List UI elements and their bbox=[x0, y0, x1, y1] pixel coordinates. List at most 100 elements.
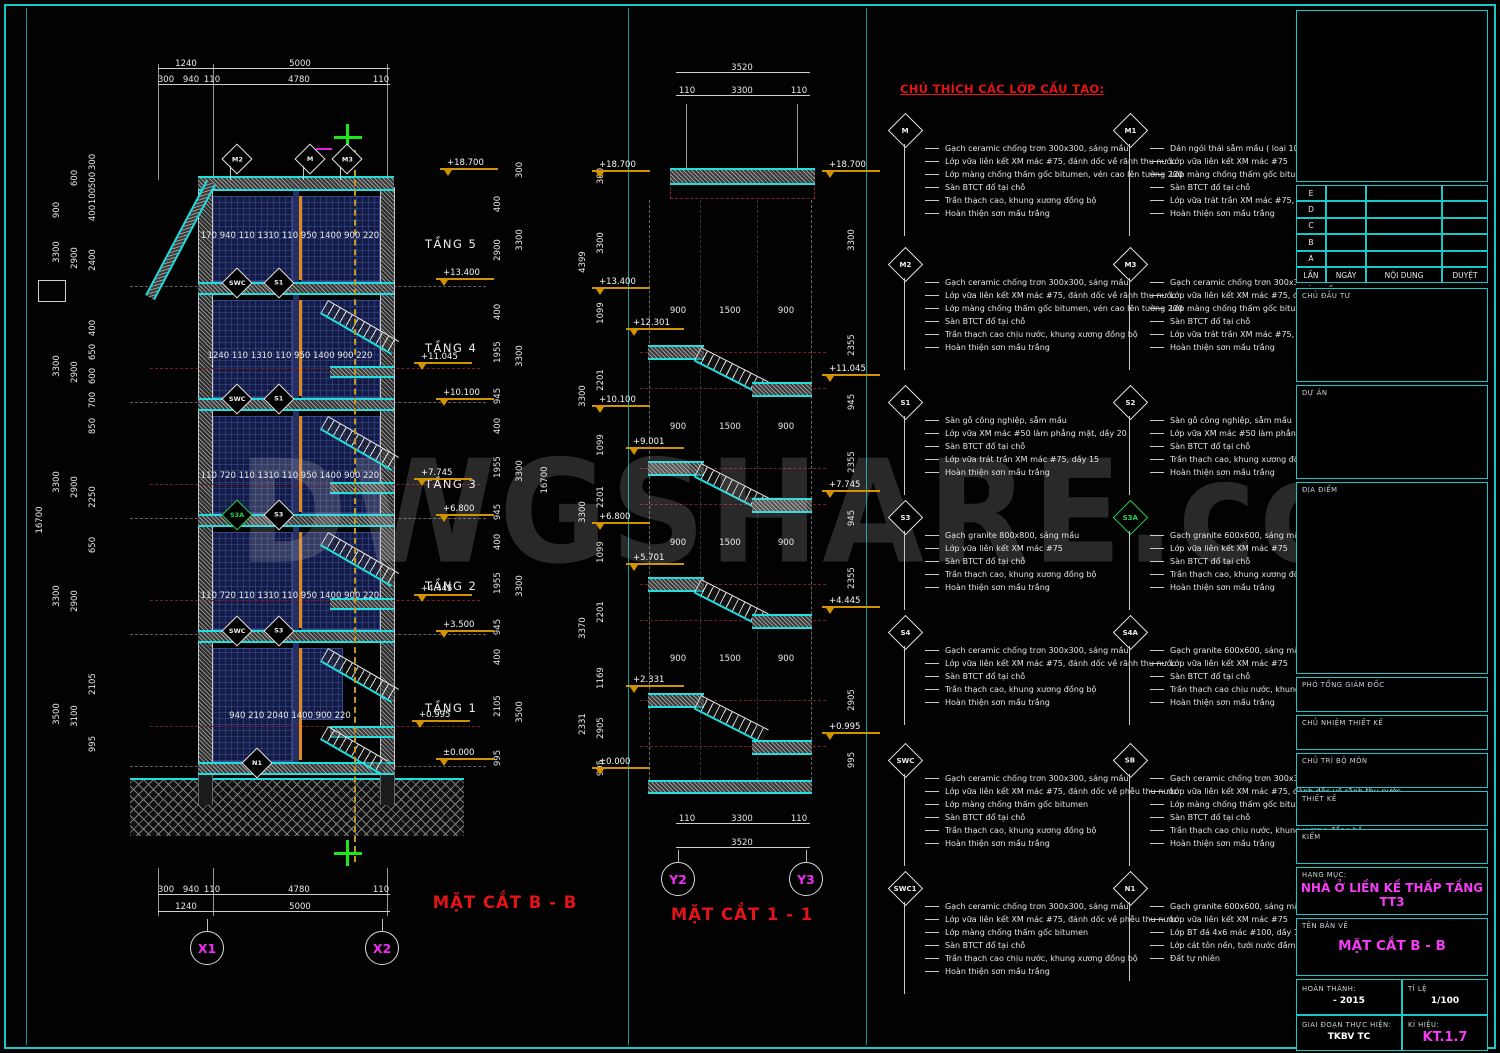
leader-stem bbox=[1129, 278, 1130, 370]
elevation-triangle-icon bbox=[444, 170, 452, 180]
note-line: Lớp vữa XM mác #50 làm phẳng mặt, dầy 20 bbox=[925, 429, 1127, 438]
floor-label: TẦNG 1 bbox=[425, 701, 478, 715]
revision-cell bbox=[1366, 250, 1442, 267]
note-line: Gạch ceramic chống trơn 300x300, sáng mầ… bbox=[1150, 772, 1401, 785]
note-line: Hoàn thiện sơn mầu trắng bbox=[1150, 341, 1408, 354]
title-block: E D C B bbox=[1296, 10, 1488, 1051]
dim-label: 1955 bbox=[493, 456, 503, 478]
dim-line bbox=[158, 84, 390, 85]
witness-line bbox=[797, 104, 798, 168]
dim-line bbox=[676, 72, 810, 73]
dim-line bbox=[158, 894, 390, 895]
dim-label: 1955 bbox=[493, 572, 503, 594]
revision-cell bbox=[1366, 217, 1442, 235]
dim-label: 900 bbox=[669, 306, 687, 316]
dim-label: 2201 bbox=[596, 369, 606, 391]
elevation-marker: +18.700 bbox=[440, 158, 498, 180]
match-line-icon bbox=[316, 148, 332, 150]
dim-label: 1500 bbox=[719, 422, 741, 432]
dim-label: 600 bbox=[70, 169, 80, 187]
dim-label: 1500 bbox=[719, 306, 741, 316]
elevation-triangle-icon bbox=[826, 492, 834, 502]
floor-label: TẦNG 2 bbox=[425, 579, 478, 593]
elevation-triangle-icon bbox=[630, 330, 638, 340]
dim-label: 1099 bbox=[596, 434, 606, 456]
watermark: DWGSHARE.com bbox=[238, 429, 1494, 597]
note-line: Trần thạch cao, khung xương đồng bộ bbox=[925, 824, 1178, 837]
elevation-marker: +0.995 bbox=[822, 722, 880, 744]
note-line: Lớp vữa trát trần XM mác #75, dầy 15 bbox=[1149, 194, 1339, 207]
note-line: Lớp màng chống thấm gốc bitumen, vén cao… bbox=[1150, 304, 1408, 313]
stair-guide-line bbox=[811, 200, 812, 780]
layer-diamond-marker: M2 bbox=[221, 143, 253, 175]
note-line: Sàn BTCT đổ tại chỗ bbox=[1150, 315, 1408, 328]
dim-label: 4399 bbox=[578, 251, 588, 273]
dim-label: 2900 bbox=[70, 476, 80, 498]
layer-diamond-marker: S1 bbox=[887, 384, 924, 421]
leader-stem bbox=[1129, 902, 1130, 981]
note-line: Sàn BTCT đổ tại chỗ bbox=[925, 939, 1178, 952]
note-line: Gạch ceramic chống trơn 300x300, sáng mầ… bbox=[1150, 276, 1408, 289]
left-detail-box bbox=[38, 280, 66, 302]
witness-line bbox=[213, 868, 214, 916]
project-name: NHÀ Ở LIỀN KỀ THẤP TẦNG TT3 bbox=[1300, 881, 1484, 909]
elevation-triangle-icon bbox=[416, 722, 424, 732]
completion-value: - 2015 bbox=[1333, 996, 1365, 1006]
drawing-code: KT.1.7 bbox=[1422, 1030, 1468, 1045]
dim-label: 300 bbox=[157, 885, 175, 895]
note-line: Hoàn thiện sơn mầu trắng bbox=[925, 341, 1183, 354]
dim-label: 850 bbox=[88, 417, 98, 435]
note-line: Sàn BTCT đổ tại chỗ bbox=[924, 555, 1096, 568]
note-line: Lớp màng chống thấm gốc bitumen bbox=[1149, 168, 1339, 181]
note-line: Hoàn thiện sơn mầu trắng bbox=[1149, 207, 1339, 220]
revision-cell bbox=[1366, 185, 1442, 202]
stair-landing bbox=[752, 740, 812, 755]
dim-label: 2331 bbox=[578, 713, 588, 735]
note-line: Dán ngói thái sẫm mầu ( loại 10 viên/m2 … bbox=[1149, 144, 1340, 153]
signature-box: PHÓ TỔNG GIÁM ĐỐC bbox=[1296, 677, 1488, 712]
stair-roof-slab bbox=[670, 168, 815, 185]
door-frame bbox=[299, 196, 302, 280]
landing-level-line bbox=[150, 600, 480, 601]
landing-slab bbox=[330, 726, 394, 738]
elevation-marker: +13.400 bbox=[436, 268, 494, 290]
note-line: Lớp vữa liên kết XM mác #75 bbox=[1149, 155, 1339, 168]
elevation-triangle-icon bbox=[418, 364, 426, 374]
dim-label: 1955 bbox=[493, 341, 503, 363]
dim-label: 900 bbox=[777, 654, 795, 664]
elevation-marker: ±0.000 bbox=[592, 757, 650, 779]
stair-guide-line bbox=[649, 200, 650, 780]
landing-level-line bbox=[640, 468, 826, 469]
dim-label: 3300 bbox=[596, 232, 606, 254]
dim-label: 1500 bbox=[719, 654, 741, 664]
note-line: Sàn BTCT đổ tại chỗ bbox=[925, 811, 1178, 824]
elevation-triangle-icon bbox=[440, 400, 448, 410]
project-box: DỰ ÁN bbox=[1296, 385, 1488, 479]
dim-label: 5000 bbox=[289, 902, 311, 912]
revision-header: LẦN bbox=[1296, 266, 1326, 284]
landing-level-line bbox=[640, 504, 826, 505]
elevation-marker: +6.800 bbox=[592, 512, 650, 534]
door-frame bbox=[299, 300, 302, 396]
dim-label: 110 bbox=[372, 75, 390, 85]
dim-label: 1240 bbox=[175, 59, 197, 69]
landing-level-line bbox=[640, 352, 826, 353]
dim-label: 3500 bbox=[515, 701, 525, 723]
completion-cell: HOÀN THÀNH: - 2015 bbox=[1296, 979, 1402, 1015]
signature-box: THIẾT KẾ bbox=[1296, 791, 1488, 826]
note-line: Đất tự nhiên bbox=[1149, 952, 1315, 965]
window-panel bbox=[212, 416, 293, 514]
left-wall bbox=[198, 187, 213, 770]
dim-label: 945 bbox=[493, 387, 503, 405]
dim-line bbox=[676, 847, 810, 848]
foundation-stub bbox=[198, 771, 213, 805]
stair-guide-line bbox=[757, 200, 758, 780]
dim-label: 600 bbox=[88, 367, 98, 385]
floor-label: TẦNG 3 bbox=[425, 477, 478, 491]
note-line: Sàn BTCT đổ tại chỗ bbox=[925, 670, 1176, 683]
location-box: ĐỊA ĐIỂM bbox=[1296, 482, 1488, 674]
elevation-triangle-icon bbox=[630, 565, 638, 575]
dim-label: 500 bbox=[88, 171, 98, 189]
grid-bubble: Y3 bbox=[789, 850, 823, 896]
elevation-marker: ±0.000 bbox=[436, 748, 494, 770]
